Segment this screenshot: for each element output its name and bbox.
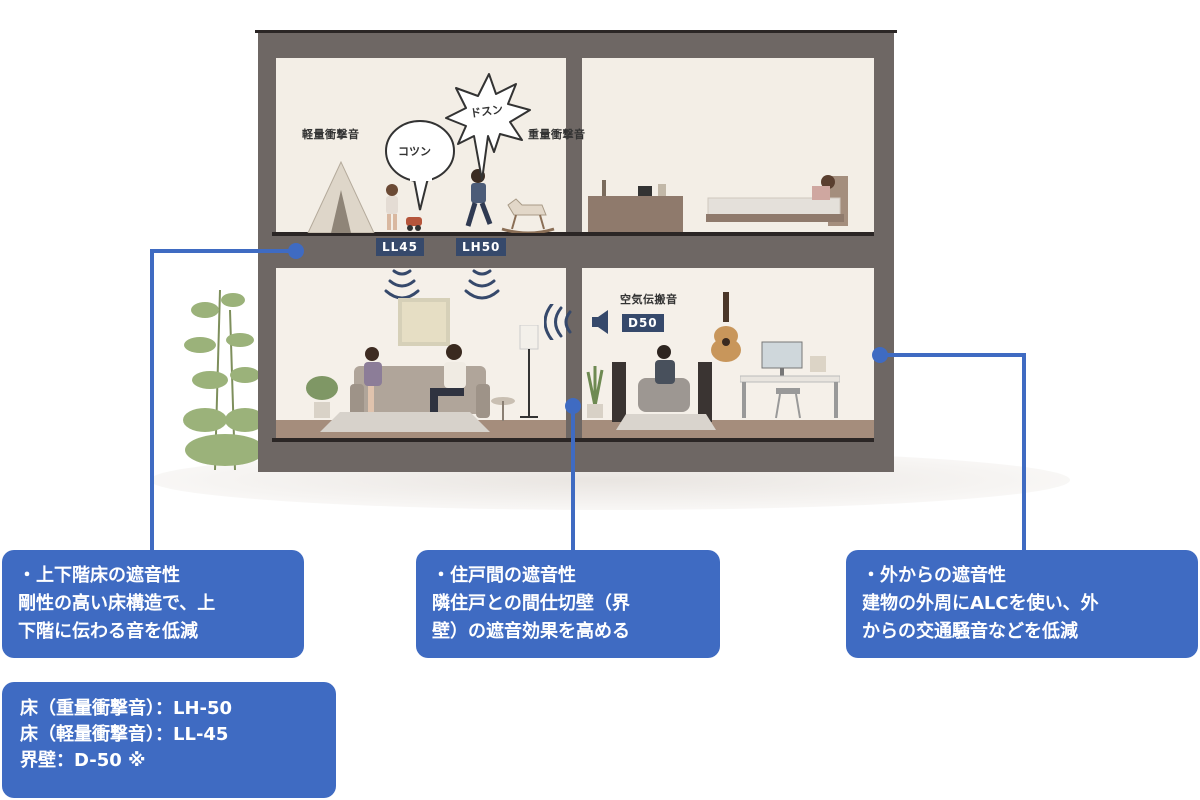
speaker-icon bbox=[592, 310, 608, 334]
spec-line-d: 界壁：D-50 ※ bbox=[20, 750, 146, 771]
floor-callout-line-3: 下階に伝わる音を低減 bbox=[18, 621, 198, 642]
desk-with-monitor bbox=[740, 341, 840, 419]
light-impact-bubble-text: コツン bbox=[398, 145, 431, 158]
lh50-badge: LH50 bbox=[456, 238, 507, 256]
sound-wave-down-icon-right bbox=[464, 269, 500, 300]
roof-line bbox=[255, 30, 897, 33]
connector-floor-v bbox=[150, 249, 154, 552]
wall-soundproofing-callout: ・住戸間の遮音性 隣住戸との間仕切壁（界 壁）の遮音効果を高める bbox=[416, 550, 720, 658]
floor-callout-dot bbox=[288, 243, 304, 259]
potted-plant-right bbox=[586, 366, 604, 418]
wall-painting bbox=[398, 298, 450, 346]
connector-exterior-v bbox=[1022, 353, 1026, 552]
guitar bbox=[711, 292, 741, 362]
outdoor-plants bbox=[183, 289, 265, 470]
exterior-soundproofing-callout: ・外からの遮音性 建物の外周にALCを使い、外 からの交通騒音などを低減 bbox=[846, 550, 1198, 658]
house-illustration: コツン ドスン 軽量衝撃音 重量衝撃音 LL45 LH50 bbox=[150, 30, 1070, 510]
heavy-impact-burst bbox=[445, 73, 531, 181]
spec-line-ll: 床（軽量衝撃音）：LL-45 bbox=[20, 724, 229, 745]
light-impact-label: 軽量衝撃音 bbox=[302, 128, 360, 141]
floor-callout-line-2: 剛性の高い床構造で、上 bbox=[18, 593, 216, 614]
rug-lower-left bbox=[320, 412, 490, 432]
connector-wall-v bbox=[571, 404, 575, 552]
dresser bbox=[588, 180, 683, 232]
wall-callout-line-2: 隣住戸との間仕切壁（界 bbox=[432, 593, 630, 614]
heavy-impact-label: 重量衝撃音 bbox=[528, 128, 586, 141]
teepee-tent bbox=[307, 160, 375, 233]
sound-wave-down-icon-left bbox=[384, 269, 420, 300]
exterior-callout-line-2: 建物の外周にALCを使い、外 bbox=[862, 593, 1099, 614]
rocking-horse bbox=[501, 198, 555, 233]
wall-callout-line-3: 壁）の遮音効果を高める bbox=[432, 621, 630, 642]
d50-badge: D50 bbox=[622, 314, 664, 332]
child-figure-left bbox=[386, 184, 398, 230]
exterior-callout-line-3: からの交通騒音などを低減 bbox=[862, 621, 1078, 642]
airborne-label: 空気伝搬音 bbox=[620, 293, 678, 306]
floor-callout-line-1: ・上下階床の遮音性 bbox=[18, 565, 180, 586]
person-with-speakers bbox=[612, 345, 712, 422]
bed bbox=[706, 175, 848, 226]
toy-car bbox=[406, 217, 422, 231]
spec-line-lh: 床（重量衝撃音）：LH-50 bbox=[20, 698, 233, 719]
connector-floor-h bbox=[150, 249, 296, 253]
sound-wave-left-icon bbox=[544, 304, 572, 340]
ll45-badge: LL45 bbox=[376, 238, 424, 256]
potted-plant-left bbox=[306, 376, 338, 418]
wall-callout-line-1: ・住戸間の遮音性 bbox=[432, 565, 576, 586]
side-table bbox=[491, 397, 515, 421]
floor-slab-upper bbox=[272, 232, 874, 236]
floor-soundproofing-callout: ・上下階床の遮音性 剛性の高い床構造で、上 下階に伝わる音を低減 bbox=[2, 550, 304, 658]
floor-lamp bbox=[519, 325, 539, 418]
rug-lower-right bbox=[616, 414, 716, 430]
light-impact-bubble bbox=[385, 120, 455, 211]
exterior-callout-line-1: ・外からの遮音性 bbox=[862, 565, 1006, 586]
connector-exterior-h bbox=[880, 353, 1026, 357]
sofa-with-people bbox=[350, 344, 490, 422]
soundproofing-specs-box: 床（重量衝撃音）：LH-50 床（軽量衝撃音）：LL-45 界壁：D-50 ※ bbox=[2, 682, 336, 798]
